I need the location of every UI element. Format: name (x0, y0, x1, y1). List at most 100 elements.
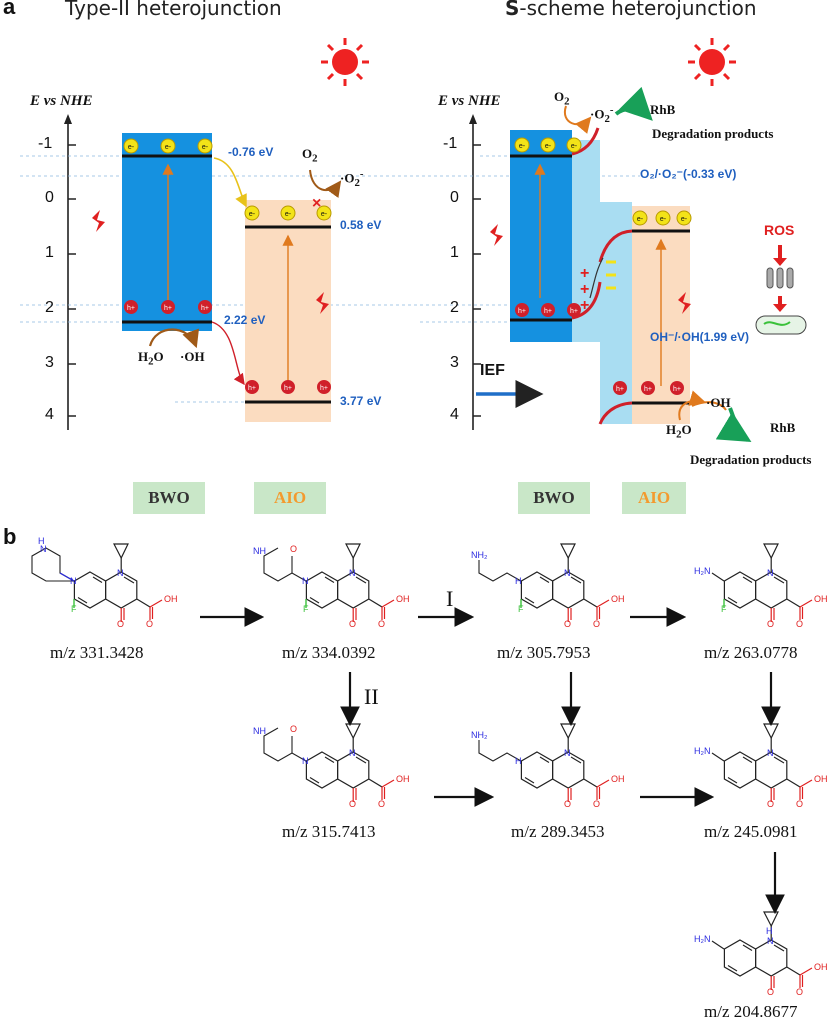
left-tick-label: 3 (45, 354, 54, 371)
svg-text:e-: e- (660, 216, 667, 223)
panel-a-letter: a (3, 0, 16, 19)
right-superoxide-label: ·O2- (590, 104, 614, 125)
svg-text:h+: h+ (616, 386, 624, 393)
atom-label: O (767, 987, 775, 997)
svg-text:h+: h+ (644, 386, 652, 393)
atom-label: H (515, 756, 522, 766)
mass-label: m/z 305.7953 (497, 643, 591, 662)
right-degradation-bottom: Degradation products (690, 452, 812, 467)
right-o2-label: O2 (554, 89, 570, 108)
atom-label: O (593, 799, 601, 809)
atom-label: N (349, 568, 356, 578)
oh-potential-label: OH⁻/·OH(1.99 eV) (650, 330, 750, 344)
atom-label: F (518, 604, 524, 614)
atom-label: NH₂ (471, 550, 488, 560)
atom-label: N (117, 568, 124, 578)
atom-label: OH (814, 774, 828, 784)
atom-label: N (767, 936, 774, 946)
atom-label: N (564, 748, 571, 758)
right-tick-label: 2 (450, 299, 459, 316)
ros-label: ROS (764, 222, 795, 238)
sun-icon (321, 38, 369, 86)
right-degradation-top: Degradation products (652, 126, 774, 141)
atom-label: OH (396, 594, 410, 604)
atom-label: N (40, 544, 47, 554)
left-tick-label: 4 (45, 406, 54, 423)
atom-label: O (117, 619, 125, 629)
pathway-ii-label: II (364, 684, 379, 709)
svg-text:h+: h+ (248, 385, 256, 392)
svg-text:h+: h+ (570, 308, 578, 315)
right-rhb-bottom: RhB (770, 420, 796, 435)
right-tick-label: 0 (450, 189, 459, 206)
right-axis-title: E vs NHE (438, 93, 501, 109)
mass-label: m/z 315.7413 (282, 822, 376, 841)
atom-label: H₂N (694, 934, 711, 944)
atom-label: N (302, 756, 309, 766)
left-hydroxyl-label: ·OH (180, 349, 205, 364)
right-tick-label: -1 (443, 135, 458, 152)
sun-icon (688, 38, 736, 86)
right-rhb-top: RhB (650, 102, 676, 117)
mass-label: m/z 331.3428 (50, 643, 144, 662)
left-tick-label: 2 (45, 299, 54, 316)
atom-label: O (378, 619, 386, 629)
atom-label: O (349, 799, 357, 809)
svg-text:h+: h+ (673, 386, 681, 393)
atom-label: F (303, 604, 309, 614)
atom-label: N (767, 748, 774, 758)
atom-label: O (767, 619, 775, 629)
bwo-cb-energy: -0.76 eV (228, 145, 274, 159)
svg-text:h+: h+ (164, 305, 172, 312)
atom-label: O (349, 619, 357, 629)
ief-label: IEF (480, 362, 505, 379)
atom-label: OH (611, 774, 625, 784)
atom-label: N (302, 576, 309, 586)
left-axis-title: E vs NHE (30, 93, 93, 109)
svg-text:×: × (312, 195, 321, 212)
svg-text:e-: e- (571, 143, 578, 150)
atom-label: NH (253, 546, 266, 556)
mass-label: m/z 263.0778 (704, 643, 798, 662)
band-diagram: e-e-e- e-e-e- h+h+h+ h+h+h+ × +++ (20, 38, 807, 443)
svg-text:h+: h+ (201, 305, 209, 312)
atom-label: NH (253, 726, 266, 736)
left-tick-label: 0 (45, 189, 54, 206)
atom-label: H (38, 536, 45, 546)
atom-label: O (290, 724, 298, 734)
svg-text:+: + (580, 297, 589, 314)
atom-label: H (766, 926, 773, 936)
atom-label: O (796, 619, 804, 629)
right-hydroxyl-label: ·OH (706, 395, 731, 410)
legend-bwo: BWO (133, 482, 205, 514)
atom-label: O (564, 619, 572, 629)
atom-label: OH (814, 594, 828, 604)
atom-label: O (593, 619, 601, 629)
atom-label: NH₂ (471, 730, 488, 740)
atom-label: O (796, 987, 804, 997)
svg-text:e-: e- (128, 144, 135, 151)
svg-text:e-: e- (249, 211, 256, 218)
right-tick-label: 1 (450, 244, 459, 261)
left-superoxide-label: ·O2- (340, 168, 364, 189)
atom-label: O (796, 799, 804, 809)
right-water-label: H2O (666, 422, 692, 441)
left-water-label: H2O (138, 349, 164, 368)
mass-label: m/z 204.8677 (704, 1002, 798, 1021)
aio-vb-energy: 3.77 eV (340, 394, 382, 408)
atom-label: O (378, 799, 386, 809)
right-tick-label: 4 (450, 406, 459, 423)
right-tick-label: 3 (450, 354, 459, 371)
atom-label: O (767, 799, 775, 809)
mass-label: m/z 289.3453 (511, 822, 605, 841)
svg-text:e-: e- (681, 216, 688, 223)
left-o2-label: O2 (302, 146, 318, 165)
svg-text:e-: e- (519, 143, 526, 150)
atom-label: OH (611, 594, 625, 604)
s-scheme-title: S-scheme heterojunction (505, 0, 757, 20)
o2-potential-label: O₂/·O₂⁻(-0.33 eV) (640, 167, 737, 181)
left-tick-label: -1 (38, 135, 53, 152)
left-tick-label: 1 (45, 244, 54, 261)
aio-cb-energy: 0.58 eV (340, 218, 382, 232)
atom-label: N (349, 748, 356, 758)
